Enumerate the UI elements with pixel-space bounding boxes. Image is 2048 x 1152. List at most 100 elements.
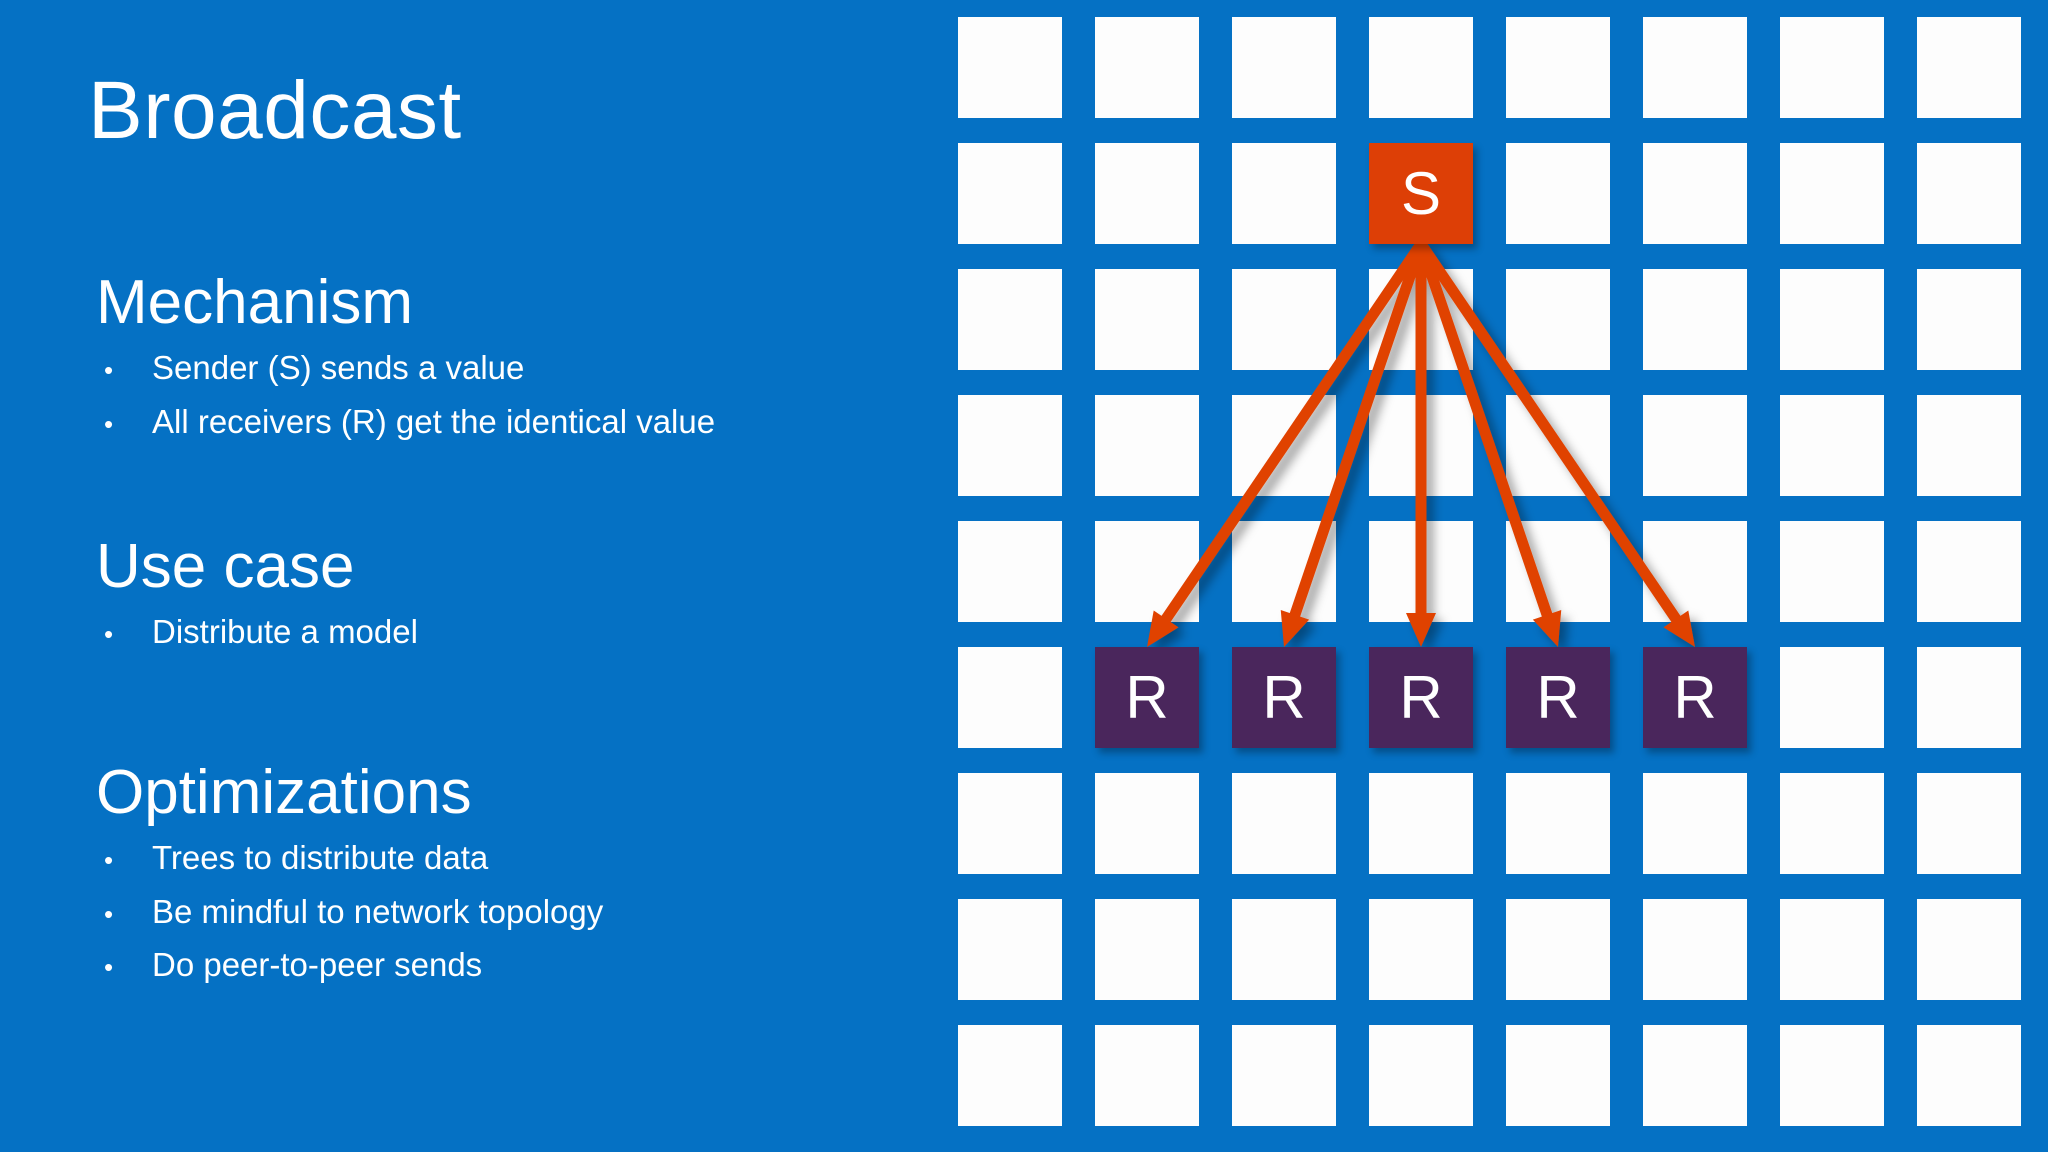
grid-cell — [1643, 1025, 1747, 1126]
grid-cell — [1917, 269, 2021, 370]
grid-cell — [1232, 269, 1336, 370]
section-heading-optimizations: Optimizations — [96, 758, 472, 827]
grid-cell — [958, 647, 1062, 748]
grid-cell — [1643, 143, 1747, 244]
grid-cell — [1369, 899, 1473, 1000]
grid-cell — [1917, 899, 2021, 1000]
grid-cell — [1095, 395, 1199, 496]
grid-cell — [1917, 521, 2021, 622]
grid-cell — [958, 521, 1062, 622]
grid-cell — [1917, 773, 2021, 874]
list-item: • Sender (S) sends a value — [96, 341, 916, 394]
grid-cell — [1095, 521, 1199, 622]
grid-cell — [1232, 899, 1336, 1000]
section-use-case: Use case • Distribute a model — [96, 534, 916, 659]
grid-cell — [1506, 1025, 1610, 1126]
receiver-node: R — [1643, 647, 1747, 748]
grid-cell — [958, 1025, 1062, 1126]
grid-cell — [1369, 395, 1473, 496]
bullet-list-mechanism: • Sender (S) sends a value • All receive… — [96, 341, 916, 448]
bullet-list-use-case: • Distribute a model — [96, 605, 916, 658]
grid-cell — [958, 773, 1062, 874]
grid-cell — [1506, 521, 1610, 622]
grid-cell — [1506, 143, 1610, 244]
grid-cell — [1095, 899, 1199, 1000]
grid-cell — [1232, 395, 1336, 496]
receiver-node: R — [1506, 647, 1610, 748]
grid-cell — [1369, 521, 1473, 622]
bullet-text: Be mindful to network topology — [152, 892, 604, 930]
grid-cell — [1917, 395, 2021, 496]
grid-cell — [1780, 899, 1884, 1000]
bullet-dot-icon: • — [104, 845, 114, 876]
grid-cell — [1917, 17, 2021, 118]
grid-cell — [1780, 647, 1884, 748]
bullet-dot-icon: • — [104, 898, 114, 929]
bullet-dot-icon: • — [104, 952, 114, 982]
grid-cell — [1232, 17, 1336, 118]
list-item: • All receivers (R) get the identical va… — [96, 395, 916, 448]
grid-cell — [1095, 17, 1199, 118]
grid-cell — [1506, 17, 1610, 118]
grid-cell — [1917, 1025, 2021, 1126]
section-optimizations: Optimizations • Trees to distribute data… — [96, 760, 916, 991]
grid-cell — [958, 395, 1062, 496]
grid-cell — [1917, 647, 2021, 748]
grid-cell — [1643, 269, 1747, 370]
section-heading-use-case: Use case — [96, 532, 355, 601]
grid-cell — [1232, 521, 1336, 622]
bullet-list-optimizations: • Trees to distribute data • Be mindful … — [96, 831, 916, 991]
section-heading-mechanism: Mechanism — [96, 268, 413, 337]
grid-cell — [1506, 899, 1610, 1000]
bullet-text: All receivers (R) get the identical valu… — [152, 402, 716, 440]
bullet-text: Sender (S) sends a value — [152, 349, 525, 387]
grid-cell — [1780, 521, 1884, 622]
grid-cell — [958, 17, 1062, 118]
grid-cell — [1643, 17, 1747, 118]
grid-cell — [1506, 773, 1610, 874]
text-panel: Broadcast Mechanism • Sender (S) sends a… — [0, 0, 940, 1152]
grid-cell — [1643, 395, 1747, 496]
grid-cell — [1506, 269, 1610, 370]
grid-cell — [1643, 899, 1747, 1000]
grid-cell — [1780, 17, 1884, 118]
grid-cell — [1506, 395, 1610, 496]
receiver-node: R — [1369, 647, 1473, 748]
list-item: • Be mindful to network topology — [96, 885, 916, 938]
grid-cell — [1369, 1025, 1473, 1126]
sender-node: S — [1369, 143, 1473, 244]
page-title: Broadcast — [88, 65, 462, 156]
receiver-node: R — [1232, 647, 1336, 748]
grid-cell — [1780, 269, 1884, 370]
grid-cell — [958, 269, 1062, 370]
grid-cell — [958, 899, 1062, 1000]
grid-cell — [958, 143, 1062, 244]
list-item: • Do peer-to-peer sends — [96, 938, 916, 991]
grid-cell — [1780, 773, 1884, 874]
bullet-dot-icon: • — [104, 408, 114, 439]
grid-cell — [1369, 269, 1473, 370]
grid-cell — [1095, 269, 1199, 370]
grid-cell — [1780, 1025, 1884, 1126]
bullet-text: Trees to distribute data — [152, 839, 489, 877]
list-item: • Trees to distribute data — [96, 831, 916, 884]
grid-cell — [1780, 395, 1884, 496]
bullet-text: Do peer-to-peer sends — [152, 946, 483, 983]
bullet-text: Distribute a model — [152, 613, 418, 651]
grid-cell — [1095, 1025, 1199, 1126]
grid-cell — [1917, 143, 2021, 244]
list-item: • Distribute a model — [96, 605, 916, 658]
grid-cell — [1232, 773, 1336, 874]
grid-cell — [1643, 521, 1747, 622]
section-mechanism: Mechanism • Sender (S) sends a value • A… — [96, 270, 916, 448]
grid-cell — [1232, 1025, 1336, 1126]
bullet-dot-icon: • — [104, 355, 114, 386]
grid-cell — [1232, 143, 1336, 244]
grid-cell — [1369, 17, 1473, 118]
grid-cell — [1095, 143, 1199, 244]
bullet-dot-icon: • — [104, 619, 114, 650]
grid-cell — [1369, 773, 1473, 874]
grid-cell — [1643, 773, 1747, 874]
